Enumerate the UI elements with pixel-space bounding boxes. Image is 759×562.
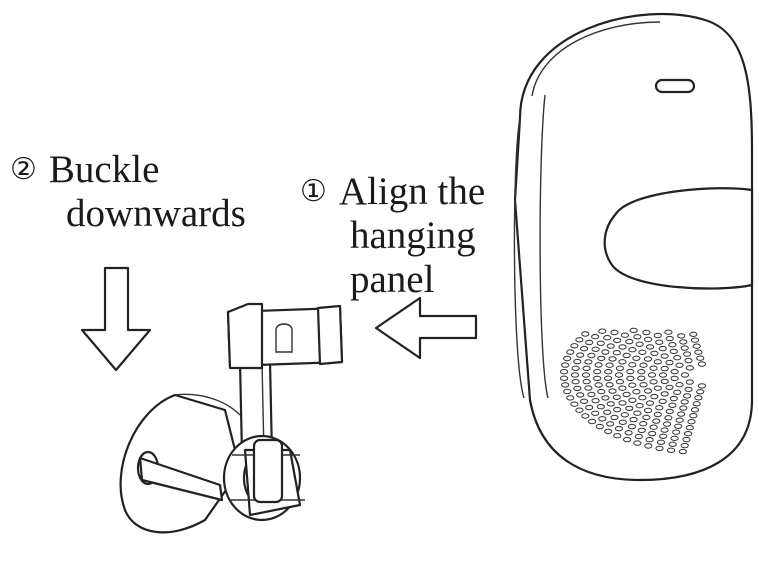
mounting-bracket-icon xyxy=(119,302,344,534)
step-1-line-2: hanging xyxy=(350,214,476,257)
step-1-line-3: panel xyxy=(350,258,435,301)
left-arrow-icon xyxy=(374,296,478,360)
step-2-marker: ② xyxy=(10,152,37,187)
down-arrow-icon xyxy=(80,266,152,372)
speaker-grille-icon xyxy=(560,327,707,455)
step-2-line-2: downwards xyxy=(66,192,246,235)
motion-sensor-device-icon xyxy=(513,13,754,482)
step-1-marker: ① xyxy=(300,174,327,209)
